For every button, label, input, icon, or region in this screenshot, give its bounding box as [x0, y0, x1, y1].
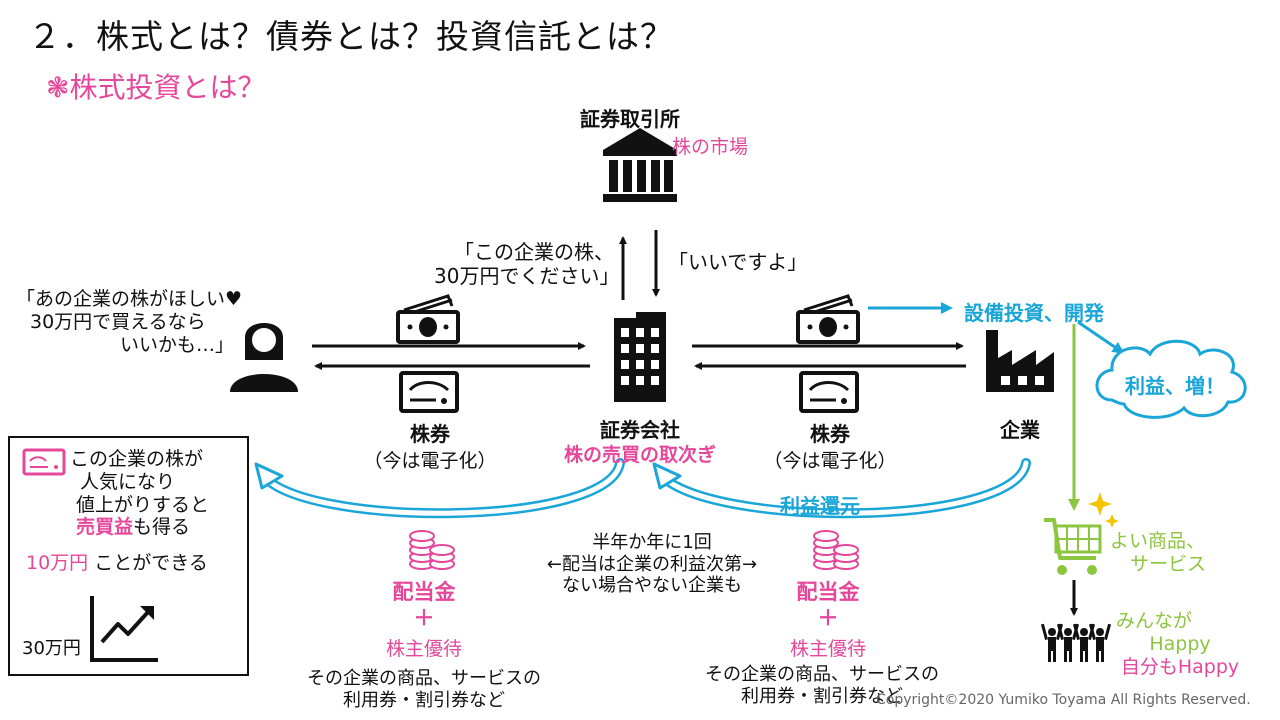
investment-arrows — [868, 302, 1125, 354]
office-building-icon — [614, 312, 666, 402]
brokerage-label: 証券会社 — [600, 418, 680, 442]
capital-gain-box — [8, 436, 249, 676]
certificate-icon — [799, 371, 859, 413]
investor-thought: 「あの企業の株がほしい♥ 30万円で買えるなら いいかも…」 — [16, 288, 243, 356]
stock-certificate-note-right: （今は電子化） — [763, 450, 897, 472]
dividend-label-left: 配当金 — [392, 580, 456, 604]
order-reply-text: 「いいですよ」 — [668, 250, 808, 274]
profit-increase-label: 利益、増！ — [1125, 374, 1225, 398]
dividend-curve-right — [652, 458, 1031, 519]
people-cheering-icon — [1040, 623, 1112, 662]
trend-up-chart-icon — [90, 596, 158, 662]
flow-arrows — [312, 342, 966, 370]
coin-stack-icon — [813, 530, 859, 570]
banknote-icon — [796, 294, 860, 344]
sparkle-icon — [1088, 492, 1119, 528]
shopping-cart-icon — [1044, 518, 1102, 575]
copyright-notice: Copyright©2020 Yumiko Toyama All Rights … — [876, 692, 1251, 708]
products-label: よい商品、 サービス — [1110, 530, 1207, 575]
benefit-label-left: 株主優待 — [385, 638, 462, 660]
capital-gain-amount-line: 10万円 ことができる — [26, 552, 208, 574]
dividend-plus-left: ＋ — [413, 606, 435, 630]
certificate-icon — [399, 371, 459, 413]
profit-return-label: 利益還元 — [780, 494, 860, 518]
order-arrows — [619, 230, 660, 300]
page-title: ２．株式とは？債券とは？投資信託とは？ — [28, 17, 674, 56]
certificate-icon — [22, 448, 66, 476]
coin-stack-icon — [409, 530, 455, 570]
brokerage-sublabel: 株の売買の取次ぎ — [563, 444, 716, 466]
purchase-price-label: 30万円 — [22, 638, 81, 659]
benefit-detail-left: その企業の商品、サービスの 利用券・割引券など — [307, 668, 541, 711]
dividend-frequency-note: 半年か年に1回 ←配当は企業の利益次第→ ない場合やない企業も — [546, 532, 758, 597]
company-label: 企業 — [1000, 418, 1040, 442]
banknote-icon — [396, 294, 460, 344]
exchange-sublabel: 株の市場 — [672, 136, 749, 158]
dividend-label-right: 配当金 — [796, 580, 860, 604]
exchange-label: 証券取引所 — [580, 107, 680, 131]
order-request-text: 「この企業の株、 30万円でください」 — [434, 240, 620, 288]
stock-certificate-note-left: （今は電子化） — [363, 450, 497, 472]
dividend-curve-left — [254, 458, 625, 519]
factory-icon — [986, 330, 1054, 392]
capital-gain-text: この企業の株が 人気になり 値上がりすると 売買益も得る — [70, 448, 210, 539]
stock-certificate-label-right: 株券 — [810, 422, 850, 446]
woman-avatar-icon — [230, 323, 298, 392]
dividend-plus-right: ＋ — [817, 606, 839, 630]
benefit-detail-right: その企業の商品、サービスの 利用券・割引券など — [705, 664, 939, 707]
stock-certificate-label-left: 株券 — [410, 422, 450, 446]
benefit-label-right: 株主優待 — [789, 638, 866, 660]
happiness-label: みんなが Happy 自分もHappy — [1116, 610, 1240, 678]
bank-building-icon — [603, 128, 677, 202]
profit-cloud — [1095, 339, 1247, 419]
investment-label: 設備投資、開発 — [964, 301, 1104, 325]
section-subtitle: ❃株式投資とは？ — [46, 71, 266, 104]
